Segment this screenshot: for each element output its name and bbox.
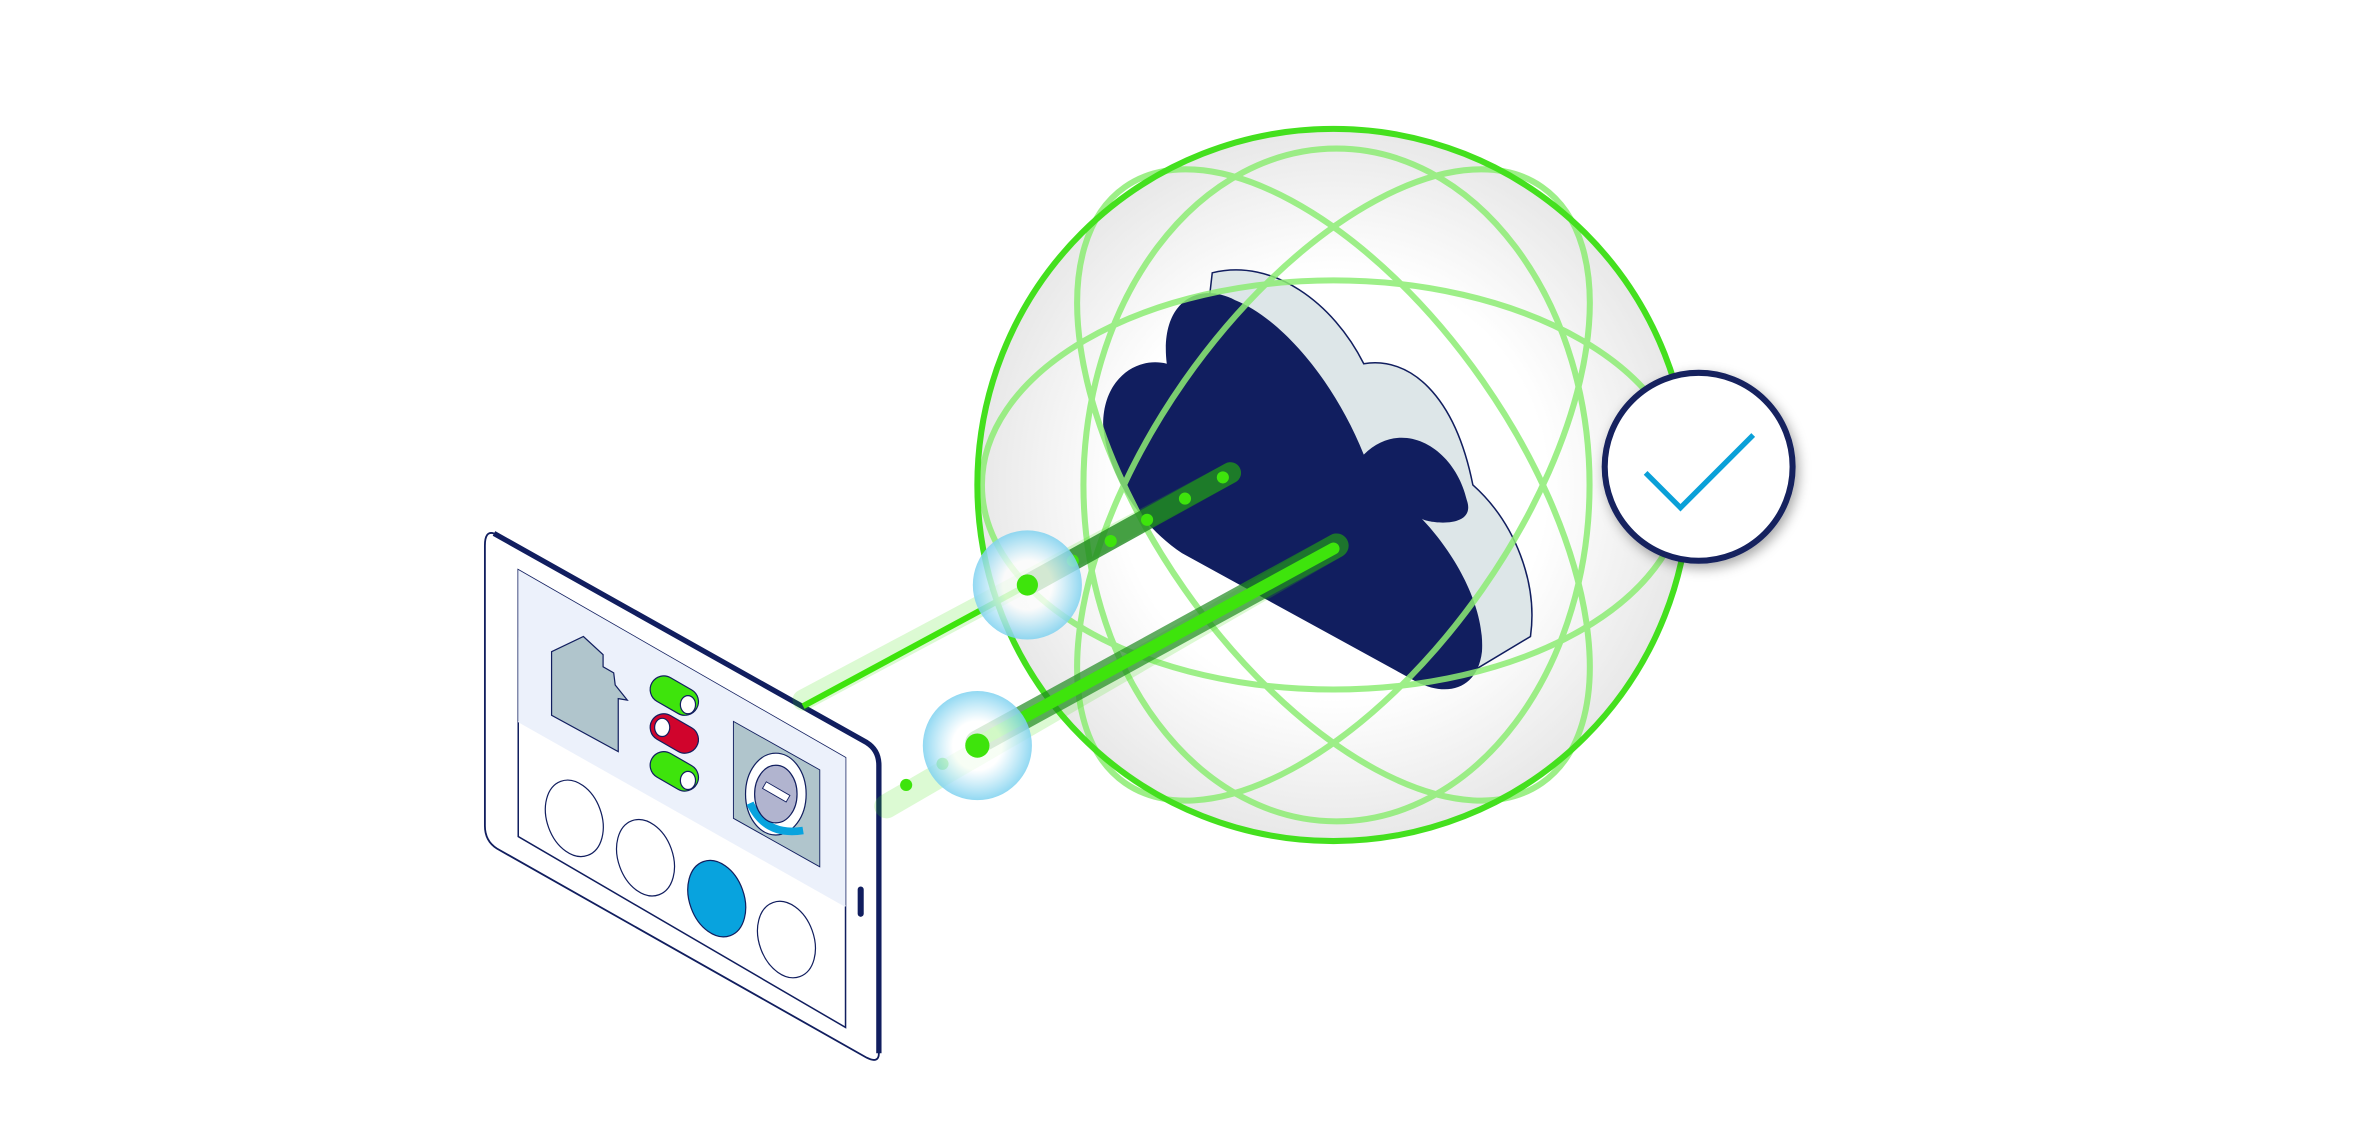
toggle-switch-icon[interactable] — [645, 671, 703, 720]
house-icon — [550, 635, 629, 753]
toggle-switch-icon[interactable] — [645, 747, 703, 796]
toggle-switch-icon[interactable] — [645, 709, 703, 758]
bubble-node — [972, 530, 1082, 640]
app-button[interactable] — [747, 893, 825, 986]
bubble-node — [922, 691, 1032, 801]
checkmark-badge — [1601, 369, 1796, 564]
tablet-home-button — [857, 886, 864, 917]
dial-icon[interactable] — [732, 720, 821, 868]
app-button[interactable] — [535, 772, 613, 865]
tablet-icon — [483, 531, 882, 1061]
checkmark-icon — [1643, 433, 1756, 512]
app-button-selected[interactable] — [678, 852, 756, 945]
app-button[interactable] — [606, 811, 684, 904]
